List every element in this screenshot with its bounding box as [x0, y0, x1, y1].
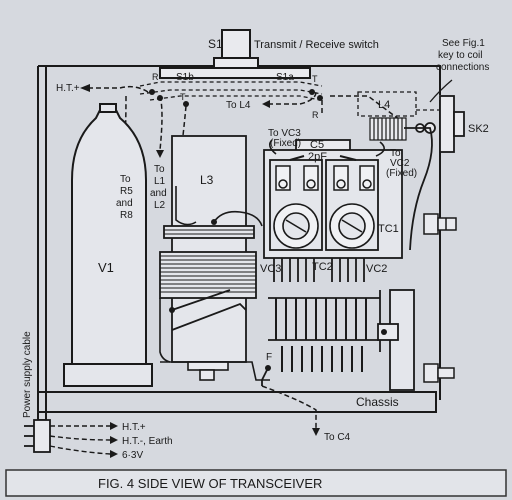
see-fig-line3: connections [436, 62, 489, 73]
l3-top-lead [175, 186, 197, 226]
caption-border [5, 469, 507, 497]
to-l4-label: To L4 [226, 100, 251, 111]
sk2-wire [404, 127, 433, 251]
to-vc3-fixed: (Fixed) [270, 138, 301, 149]
see-fig-leader [429, 79, 453, 103]
to-c4-arrowhead [312, 428, 320, 436]
to-l1-to: To [154, 164, 165, 175]
see-fig-line1: See Fig.1 [442, 38, 485, 49]
to-vc2-fixed: (Fixed) [386, 168, 417, 179]
l3-tap-wire [213, 210, 263, 227]
v1-label: V1 [98, 260, 114, 275]
tc1-trimmer [329, 203, 375, 249]
f-lead [261, 367, 269, 386]
c5-label: C5 [310, 139, 324, 151]
to-l4-arrowhead [262, 100, 270, 108]
to-c4-label: To C4 [324, 432, 351, 443]
ht-plus-arrowhead [80, 84, 90, 92]
l3-coil [159, 135, 257, 363]
power-output-wires [49, 425, 111, 455]
s1b-label: S1b [176, 72, 194, 83]
l3-bottom-dot [169, 307, 175, 313]
vc2-fixed-arrow [375, 141, 385, 157]
vc2-label: VC2 [366, 263, 387, 275]
l4-label: L4 [378, 99, 390, 111]
figure-caption: FIG. 4 SIDE VIEW OF TRANSCEIVER [98, 476, 322, 491]
to-r5-and: and [116, 198, 133, 209]
to-l1-l2: L2 [154, 200, 166, 211]
s1-label: S1 [208, 37, 223, 51]
main-tuning-capacitor [268, 289, 415, 391]
s1-switch [159, 29, 311, 79]
tc2-trimmer [273, 203, 319, 249]
t-left-label: T [180, 92, 186, 102]
tc1-label: TC1 [378, 223, 399, 235]
to-vc2-label: To [390, 148, 401, 159]
to-l1-and: and [150, 188, 167, 199]
sk2-label: SK2 [468, 123, 489, 135]
capacitor-shaft-dot [381, 329, 387, 335]
out-63v-label: 6·3V [122, 450, 143, 461]
sk2-socket [415, 95, 465, 153]
l3-windings [160, 229, 256, 293]
to-l1-l1: L1 [154, 176, 166, 187]
f-dot [265, 365, 271, 371]
to-r5-to: To [120, 174, 131, 185]
l3-tap-dot [211, 219, 217, 225]
to-r5-r8: R8 [120, 210, 133, 221]
to-c4-wire [261, 385, 317, 428]
ht-plus-top-label: H.T.+ [56, 83, 80, 94]
capacitor-plates [275, 298, 367, 372]
switch-terminals [149, 89, 323, 107]
l3-label: L3 [200, 173, 214, 187]
side-bolts [423, 213, 457, 383]
chassis-label: Chassis [356, 395, 399, 409]
power-cable-label: Power supply cable [22, 331, 33, 418]
out-ht-plus-label: H.T.+ [122, 422, 146, 433]
l4-coil-outline [357, 91, 417, 117]
to-r5-r5: R5 [120, 186, 133, 197]
c5-leads [289, 155, 357, 161]
to-vc2-vc2: VC2 [390, 158, 410, 169]
tc-terminals [275, 165, 375, 191]
v1-valve [63, 103, 153, 387]
c5-value: 2pF [308, 151, 327, 163]
to-vc3-label: To VC3 [268, 128, 301, 139]
vc-combs [273, 258, 365, 282]
r-left-label: R [152, 72, 159, 82]
vc3-fixed-arrow [268, 139, 277, 155]
vc3-label: VC3 [260, 263, 281, 275]
out-ht-minus-label: H.T.-, Earth [122, 436, 173, 447]
f-label: F [266, 352, 272, 363]
l3-bottom-leads [171, 289, 247, 331]
s1-description: Transmit / Receive switch [254, 39, 379, 51]
to-l1-arrowhead [156, 150, 164, 158]
to-l4-wire [268, 91, 317, 105]
l4-coil-windings [369, 117, 407, 141]
s1a-label: S1a [276, 72, 294, 83]
ht-plus-top-wire [88, 85, 149, 93]
power-cable [24, 419, 51, 453]
see-fig-line2: key to coil [438, 50, 482, 61]
power-arrowheads [110, 422, 118, 458]
r-right-label: R [312, 110, 319, 120]
t-right-label: T [312, 74, 318, 84]
tc2-label: TC2 [312, 261, 333, 273]
caption-strip [6, 470, 506, 496]
